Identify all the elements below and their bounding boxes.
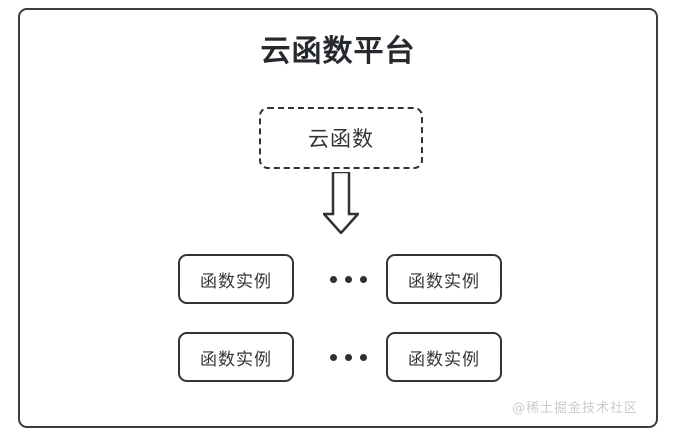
ellipsis-dot xyxy=(344,275,352,283)
ellipsis-dot xyxy=(344,353,352,361)
cloud-function-node: 云函数 xyxy=(259,107,423,169)
ellipsis-dot xyxy=(329,353,337,361)
function-instance-box: 函数实例 xyxy=(178,332,294,382)
cloud-function-label: 云函数 xyxy=(308,127,374,151)
instance-row-1: 函数实例 ... 函数实例 xyxy=(20,254,656,304)
ellipsis-icon: ... xyxy=(316,254,380,304)
instance-row-2: 函数实例 ... 函数实例 xyxy=(20,332,656,382)
function-instance-label: 函数实例 xyxy=(408,271,480,292)
function-instance-box: 函数实例 xyxy=(386,332,502,382)
function-instance-box: 函数实例 xyxy=(178,254,294,304)
ellipsis-dot xyxy=(329,275,337,283)
function-instance-label: 函数实例 xyxy=(200,349,272,370)
page-title: 云函数平台 xyxy=(260,34,416,69)
cloud-function-platform-container: 云函数平台 云函数 函数实例 ... 函数实例 xyxy=(18,8,658,428)
ellipsis-dot xyxy=(359,275,367,283)
watermark: @稀土掘金技术社区 xyxy=(511,401,638,416)
function-instance-label: 函数实例 xyxy=(200,271,272,292)
function-instance-label: 函数实例 xyxy=(408,349,480,370)
function-instance-box: 函数实例 xyxy=(386,254,502,304)
down-arrow-icon xyxy=(321,170,361,235)
ellipsis-dot xyxy=(359,353,367,361)
ellipsis-icon: ... xyxy=(316,332,380,382)
